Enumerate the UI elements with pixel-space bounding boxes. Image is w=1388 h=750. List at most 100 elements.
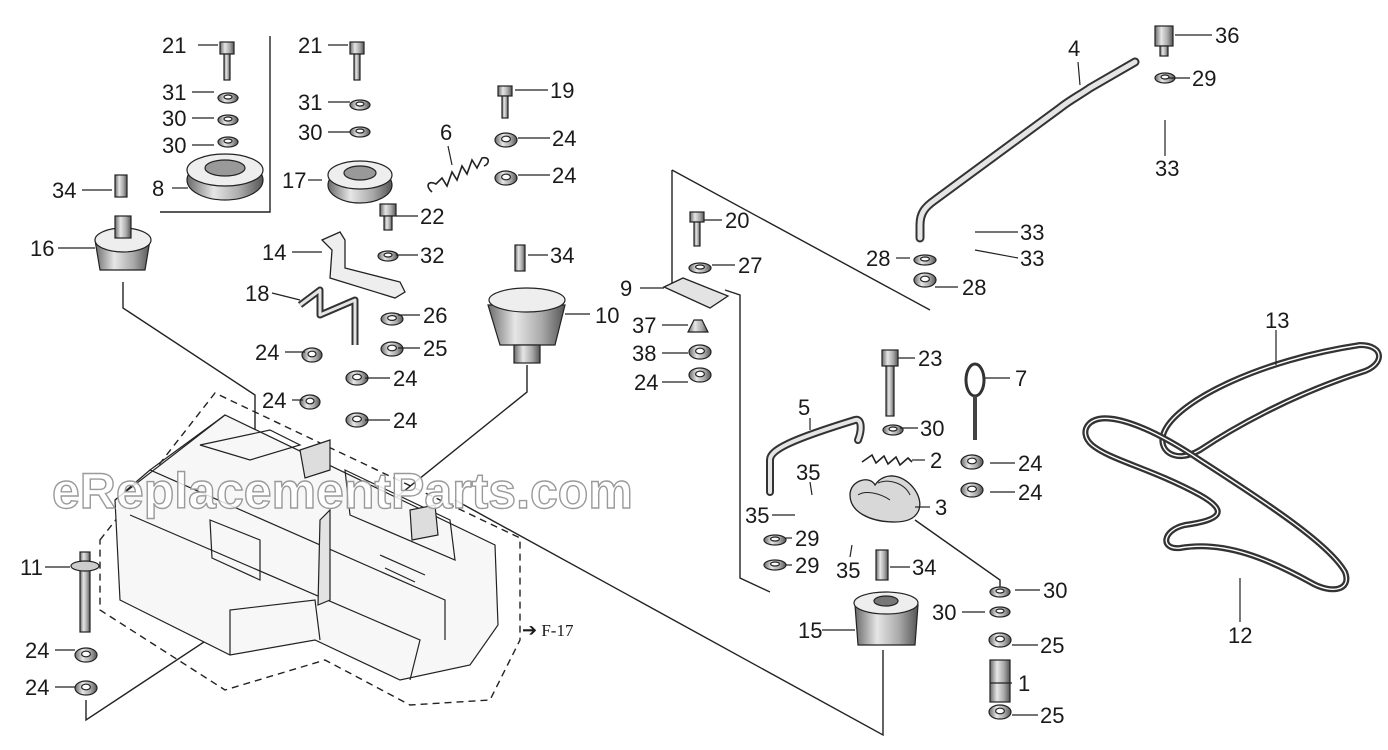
- washer-hole: [80, 683, 91, 691]
- rod-4: [915, 57, 1140, 243]
- callout-24h: 24: [1018, 451, 1043, 476]
- bolt-19: [497, 85, 513, 119]
- callout-35b: 35: [745, 503, 770, 528]
- callout-35: 35: [796, 460, 821, 485]
- callout-21b: 21: [298, 33, 323, 58]
- callout-25b: 25: [1040, 633, 1065, 658]
- bolt-21b: [349, 41, 365, 81]
- callout-12: 12: [1228, 623, 1253, 648]
- arrow-right-icon: ➔: [522, 620, 538, 640]
- callout-16: 16: [30, 236, 55, 261]
- callout-9: 9: [620, 276, 633, 301]
- callout-37: 37: [632, 313, 657, 338]
- pulley-16: [94, 215, 152, 271]
- callout-31b: 31: [298, 90, 323, 115]
- callout-34c: 34: [912, 555, 937, 580]
- eye-bolt-7: [964, 362, 986, 398]
- callout-5: 5: [798, 395, 811, 420]
- callout-24: 24: [552, 126, 577, 151]
- bolt-22: [379, 203, 397, 231]
- spacer-1: [989, 659, 1011, 703]
- callout-24i: 24: [1018, 480, 1043, 505]
- washer-hole: [223, 138, 233, 144]
- spring-6: [427, 156, 490, 193]
- callout-27: 27: [738, 253, 763, 278]
- leader-line-4: [1077, 61, 1081, 86]
- washer-hole: [694, 264, 705, 270]
- callout-28: 28: [866, 246, 891, 271]
- callout-32: 32: [420, 243, 445, 268]
- callout-24c: 24: [255, 340, 280, 365]
- belt-13-inner: [1161, 344, 1380, 457]
- leader-line-35: [809, 481, 813, 496]
- pulley-10: [487, 287, 566, 364]
- washer-hole: [387, 315, 398, 322]
- callout-29: 29: [1192, 66, 1217, 91]
- rod-18-highlight: [299, 288, 357, 345]
- washer-hole: [383, 252, 393, 258]
- bolt-21a: [219, 41, 235, 81]
- callout-7: 7: [1015, 366, 1028, 391]
- washer-hole: [355, 128, 365, 134]
- washer-hole: [501, 173, 512, 181]
- callout-25c: 25: [1040, 703, 1065, 728]
- link-line-15: [454, 499, 884, 737]
- group-bracket-8: [160, 36, 271, 213]
- callout-3: 3: [935, 495, 948, 520]
- callout-30: 30: [162, 106, 187, 131]
- belt-12-inner: [1084, 417, 1348, 590]
- callout-30d: 30: [920, 416, 945, 441]
- callout-30e: 30: [1043, 578, 1068, 603]
- callout-23: 23: [918, 346, 943, 371]
- washer-hole: [919, 275, 930, 283]
- idler-arm-3: [849, 475, 921, 523]
- belt-12: [1082, 415, 1350, 593]
- callout-38: 38: [632, 341, 657, 366]
- callout-17: 17: [282, 168, 307, 193]
- washer-hole: [387, 344, 398, 352]
- callout-24k: 24: [25, 675, 50, 700]
- callout-18: 18: [245, 281, 270, 306]
- callout-30c: 30: [298, 120, 323, 145]
- callout-26: 26: [423, 303, 448, 328]
- callout-24j: 24: [25, 638, 50, 663]
- bolt-20: [689, 211, 705, 247]
- washer-hole: [352, 415, 363, 423]
- callout-31: 31: [162, 80, 187, 105]
- washer-hole: [995, 608, 1005, 614]
- washer-hole: [888, 426, 898, 432]
- callout-35c: 35: [836, 558, 861, 583]
- callout-8: 8: [152, 176, 165, 201]
- washer-hole: [966, 457, 977, 465]
- callout-34: 34: [52, 178, 77, 203]
- washer-hole: [501, 135, 512, 143]
- watermark-text: eReplacementParts.com: [51, 462, 633, 519]
- pulley-17: [327, 160, 393, 204]
- reference-label: F-17: [541, 621, 574, 640]
- bracket-14: [320, 231, 406, 299]
- washer-hole: [307, 350, 317, 358]
- leader-line-35c: [849, 544, 853, 558]
- cap-37: [687, 319, 709, 333]
- washer-hole: [305, 397, 315, 405]
- callout-33: 33: [1155, 156, 1180, 181]
- callout-2: 2: [930, 448, 943, 473]
- callout-13: 13: [1265, 308, 1290, 333]
- callout-30b: 30: [162, 133, 187, 158]
- callout-10: 10: [595, 303, 620, 328]
- washer-hole: [223, 94, 233, 100]
- leader-line-6: [447, 145, 453, 166]
- callout-24f: 24: [393, 408, 418, 433]
- callout-33b: 33: [1020, 220, 1045, 245]
- callout-33c: 33: [1020, 246, 1045, 271]
- reference-arrow[interactable]: ➔ F-17: [522, 620, 573, 641]
- callout-24g: 24: [634, 370, 659, 395]
- callout-20: 20: [725, 208, 750, 233]
- washer-hole: [919, 256, 930, 262]
- callout-24d: 24: [393, 366, 418, 391]
- washer-hole: [694, 347, 705, 355]
- callout-11: 11: [20, 555, 43, 580]
- pin-34a: [114, 174, 128, 198]
